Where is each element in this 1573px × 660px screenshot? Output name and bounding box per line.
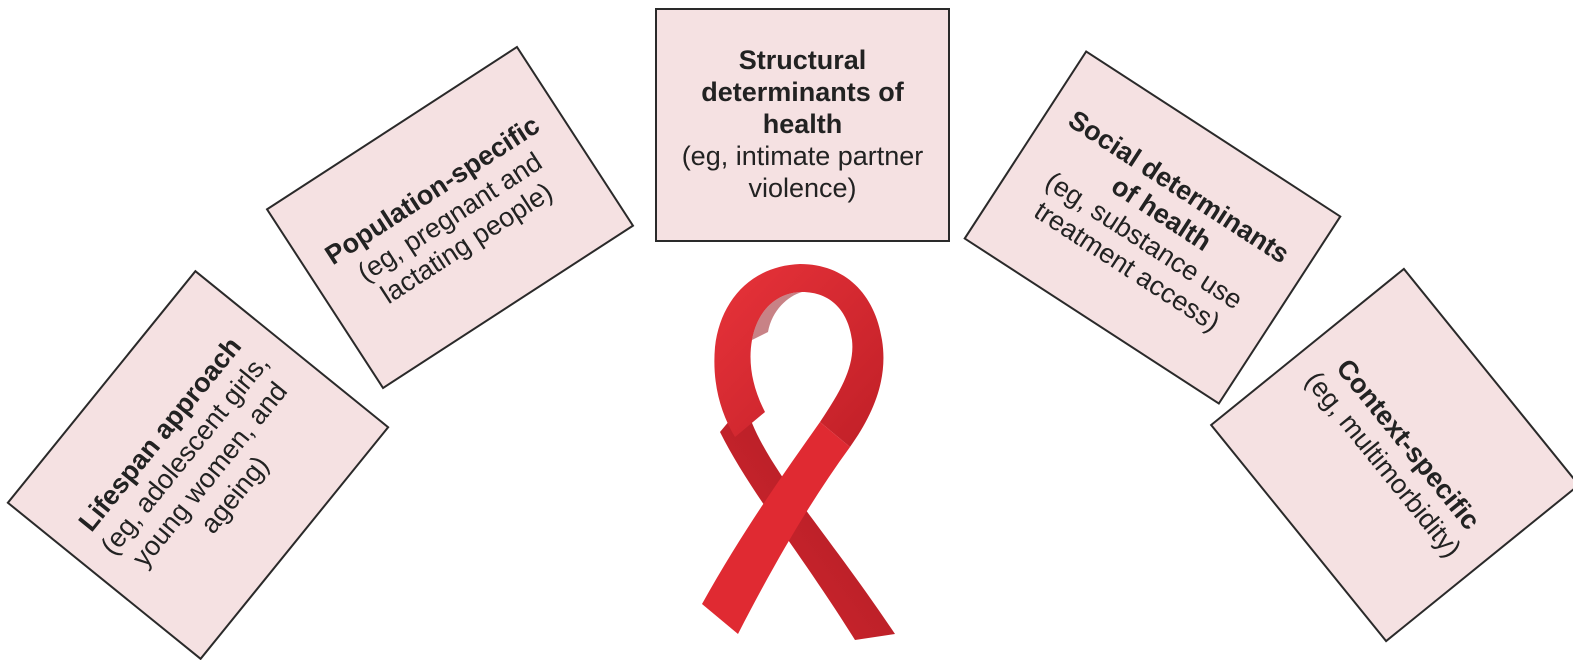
lifespan-approach-box: Lifespan approach (eg, adolescent girls,…: [6, 269, 390, 660]
structural-determinants-detail: (eg, intimate partner violence): [681, 140, 924, 203]
structural-determinants-box: Structural determinants of health (eg, i…: [655, 8, 950, 242]
social-determinants-box: Social determinants of health (eg, subst…: [963, 50, 1342, 405]
population-specific-box: Population-specific (eg, pregnant and la…: [265, 45, 635, 390]
structural-determinants-title: Structural determinants of health: [701, 45, 904, 140]
red-ribbon-woman-profile-icon: [702, 264, 895, 640]
